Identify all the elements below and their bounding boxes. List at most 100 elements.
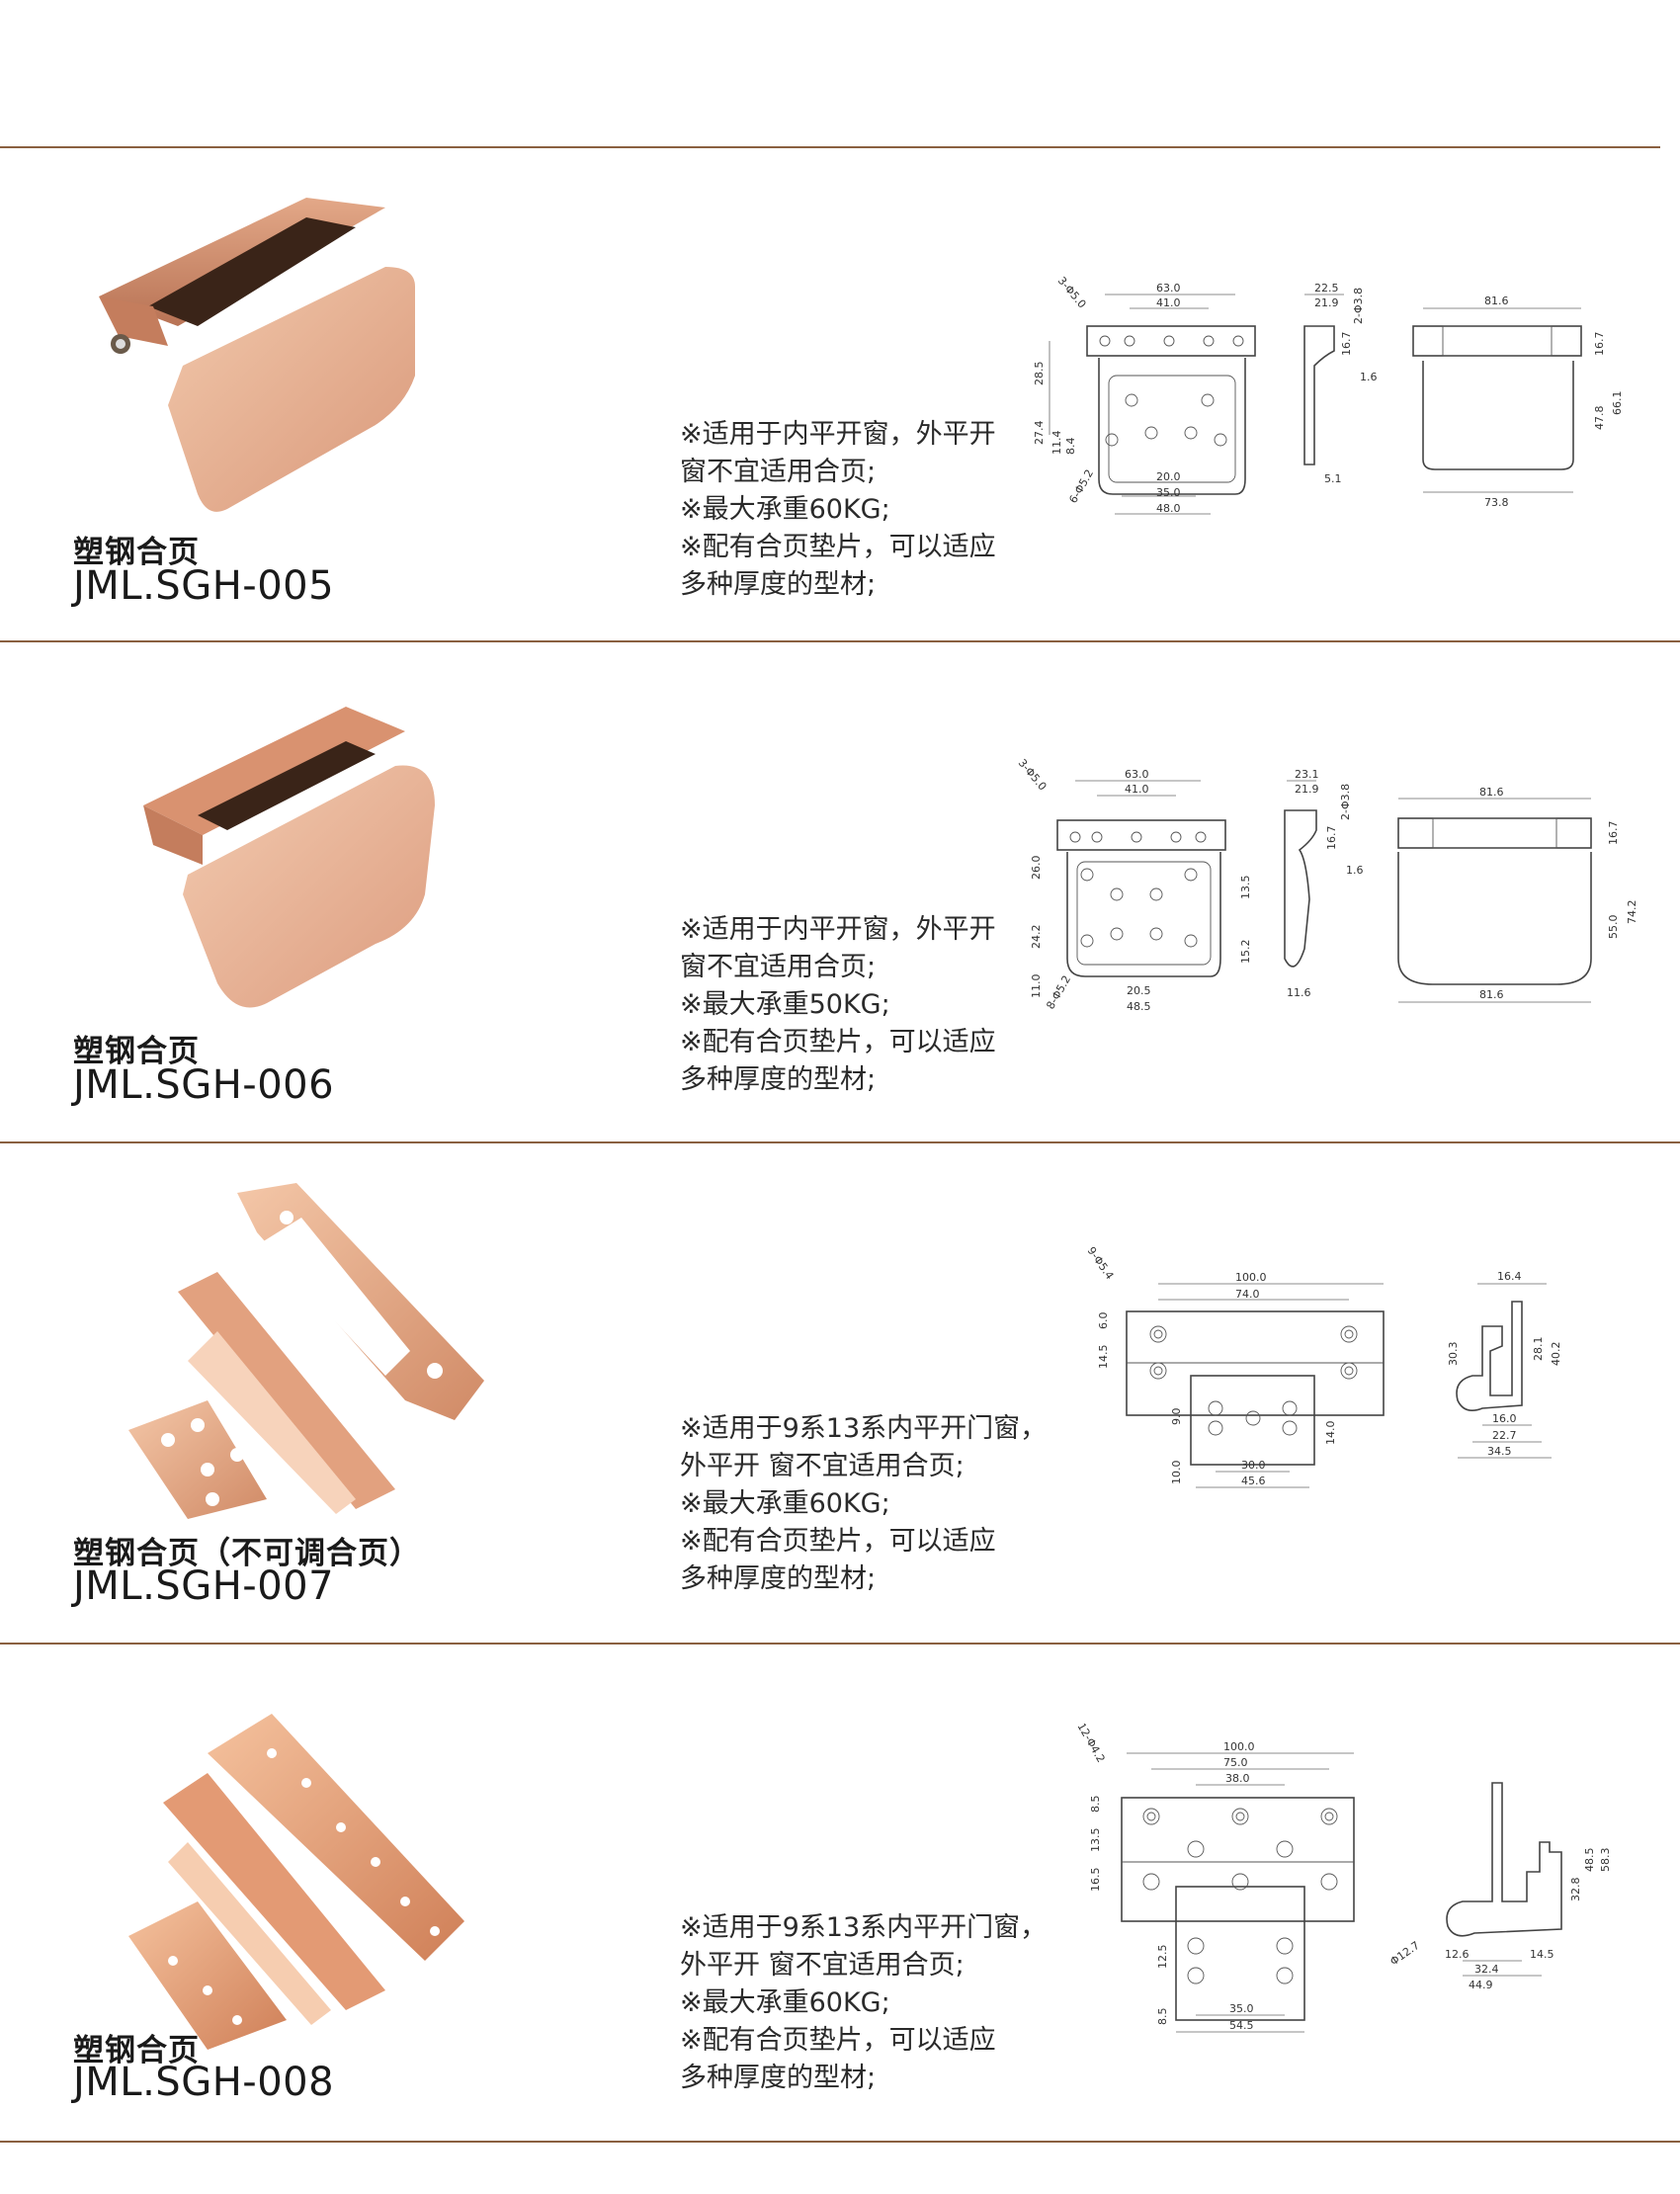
svg-text:11.0: 11.0 xyxy=(1030,974,1043,999)
svg-text:47.8: 47.8 xyxy=(1593,406,1606,431)
svg-text:81.6: 81.6 xyxy=(1479,786,1504,799)
product-description: ※适用于内平开窗，外平开 窗不宜适用合页; ※最大承重60KG; ※配有合页垫片… xyxy=(680,419,996,600)
svg-text:55.0: 55.0 xyxy=(1607,915,1620,940)
svg-text:41.0: 41.0 xyxy=(1125,783,1149,796)
product-code: JML.SGH-007 xyxy=(73,1563,335,1609)
technical-drawing: 3-Φ5.0 63.0 41.0 28.5 27.4 11.4 8.4 6-Φ5… xyxy=(1033,275,1624,515)
svg-text:13.5: 13.5 xyxy=(1089,1828,1102,1853)
svg-text:40.2: 40.2 xyxy=(1550,1342,1562,1367)
svg-text:12.6: 12.6 xyxy=(1445,1948,1470,1961)
svg-text:16.4: 16.4 xyxy=(1497,1270,1522,1283)
divider xyxy=(0,1643,1680,1645)
svg-text:8.5: 8.5 xyxy=(1156,2008,1169,2026)
svg-text:14.5: 14.5 xyxy=(1530,1948,1554,1961)
svg-text:14.0: 14.0 xyxy=(1324,1421,1337,1446)
product-section: 塑钢合页（不可调合页） JML.SGH-007 ※适用于9系13系内平开门窗， … xyxy=(0,1143,1680,1643)
product-photo xyxy=(128,1714,464,2050)
svg-text:16.7: 16.7 xyxy=(1325,826,1338,851)
product-photo xyxy=(143,707,435,1008)
svg-text:14.5: 14.5 xyxy=(1097,1345,1110,1370)
svg-text:16.7: 16.7 xyxy=(1593,332,1606,357)
svg-text:48.5: 48.5 xyxy=(1127,1000,1151,1013)
svg-text:8.5: 8.5 xyxy=(1089,1796,1102,1814)
product-name: 塑钢合页 xyxy=(73,2033,200,2068)
svg-text:34.5: 34.5 xyxy=(1487,1445,1512,1458)
svg-text:16.7: 16.7 xyxy=(1340,332,1353,357)
technical-drawing: 3-Φ5.0 63.0 41.0 26.0 24.2 11.0 8-Φ5.2 2… xyxy=(1016,757,1638,1013)
svg-text:16.0: 16.0 xyxy=(1492,1412,1517,1425)
svg-text:48.0: 48.0 xyxy=(1156,502,1181,515)
svg-text:8.4: 8.4 xyxy=(1064,438,1077,456)
svg-text:30.0: 30.0 xyxy=(1241,1459,1266,1472)
svg-text:20.0: 20.0 xyxy=(1156,470,1181,483)
svg-text:27.4: 27.4 xyxy=(1033,421,1046,446)
svg-text:23.1: 23.1 xyxy=(1295,768,1319,781)
svg-text:30.3: 30.3 xyxy=(1447,1342,1460,1367)
product-section: 塑钢合页 JML.SGH-005 ※适用于内平开窗，外平开 窗不宜适用合页; ※… xyxy=(0,0,1680,642)
product-section: 塑钢合页 JML.SGH-008 ※适用于9系13系内平开门窗， 外平开 窗不宜… xyxy=(0,1645,1680,2139)
svg-text:100.0: 100.0 xyxy=(1223,1740,1255,1753)
svg-text:9.0: 9.0 xyxy=(1170,1408,1183,1426)
svg-text:73.8: 73.8 xyxy=(1484,496,1509,509)
svg-text:38.0: 38.0 xyxy=(1225,1772,1250,1785)
svg-text:22.5: 22.5 xyxy=(1314,282,1339,295)
svg-text:32.4: 32.4 xyxy=(1474,1963,1499,1976)
product-photo xyxy=(128,1183,484,1519)
svg-text:26.0: 26.0 xyxy=(1030,856,1043,881)
svg-text:35.0: 35.0 xyxy=(1229,2002,1254,2015)
svg-text:81.6: 81.6 xyxy=(1479,988,1504,1001)
divider xyxy=(0,146,1660,148)
product-code: JML.SGH-008 xyxy=(73,2060,335,2105)
svg-text:63.0: 63.0 xyxy=(1125,768,1149,781)
divider xyxy=(0,640,1680,642)
svg-text:21.9: 21.9 xyxy=(1314,296,1339,309)
svg-text:74.0: 74.0 xyxy=(1235,1288,1260,1301)
product-photo xyxy=(99,198,415,512)
svg-text:74.2: 74.2 xyxy=(1626,900,1638,925)
svg-text:3-Φ5.0: 3-Φ5.0 xyxy=(1055,275,1089,311)
svg-text:22.7: 22.7 xyxy=(1492,1429,1517,1442)
svg-text:2-Φ3.8: 2-Φ3.8 xyxy=(1339,784,1352,820)
product-description: ※适用于9系13系内平开门窗， 外平开 窗不宜适用合页; ※最大承重60KG; … xyxy=(680,1413,1048,1594)
svg-text:54.5: 54.5 xyxy=(1229,2019,1254,2032)
product-code: JML.SGH-005 xyxy=(73,563,335,609)
svg-text:48.5: 48.5 xyxy=(1583,1848,1596,1873)
svg-text:32.8: 32.8 xyxy=(1569,1878,1582,1902)
svg-text:28.5: 28.5 xyxy=(1033,362,1046,386)
product-name: 塑钢合页 xyxy=(73,535,200,570)
svg-text:6.0: 6.0 xyxy=(1097,1312,1110,1330)
svg-text:75.0: 75.0 xyxy=(1223,1756,1248,1769)
svg-text:11.6: 11.6 xyxy=(1287,986,1311,999)
svg-text:15.2: 15.2 xyxy=(1239,940,1252,965)
svg-text:5.1: 5.1 xyxy=(1324,472,1342,485)
svg-text:16.7: 16.7 xyxy=(1607,821,1620,846)
svg-text:10.0: 10.0 xyxy=(1170,1461,1183,1485)
product-code: JML.SGH-006 xyxy=(73,1062,335,1108)
svg-text:Φ12.7: Φ12.7 xyxy=(1387,1939,1422,1969)
svg-text:35.0: 35.0 xyxy=(1156,486,1181,499)
product-name: 塑钢合页 xyxy=(73,1034,200,1069)
product-section: 塑钢合页 JML.SGH-006 ※适用于内平开窗，外平开 窗不宜适用合页; ※… xyxy=(0,642,1680,1141)
svg-text:58.3: 58.3 xyxy=(1599,1848,1612,1873)
svg-text:41.0: 41.0 xyxy=(1156,296,1181,309)
svg-text:63.0: 63.0 xyxy=(1156,282,1181,295)
svg-text:100.0: 100.0 xyxy=(1235,1271,1267,1284)
svg-text:16.5: 16.5 xyxy=(1089,1868,1102,1893)
product-name: 塑钢合页（不可调合页） xyxy=(73,1536,421,1571)
svg-text:12.5: 12.5 xyxy=(1156,1945,1169,1970)
divider xyxy=(0,2141,1680,2143)
svg-text:20.5: 20.5 xyxy=(1127,984,1151,997)
svg-text:2-Φ3.8: 2-Φ3.8 xyxy=(1352,288,1365,324)
svg-text:6-Φ5.2: 6-Φ5.2 xyxy=(1066,467,1096,506)
svg-text:81.6: 81.6 xyxy=(1484,295,1509,307)
svg-text:1.6: 1.6 xyxy=(1360,371,1378,383)
svg-text:28.1: 28.1 xyxy=(1532,1337,1545,1362)
svg-text:1.6: 1.6 xyxy=(1346,864,1364,877)
product-description: ※适用于9系13系内平开门窗， 外平开 窗不宜适用合页; ※最大承重60KG; … xyxy=(680,1912,1048,2093)
svg-text:9-Φ5.4: 9-Φ5.4 xyxy=(1085,1244,1117,1282)
svg-text:13.5: 13.5 xyxy=(1239,876,1252,900)
svg-text:44.9: 44.9 xyxy=(1469,1979,1493,1991)
divider xyxy=(0,1141,1680,1143)
svg-text:8-Φ5.2: 8-Φ5.2 xyxy=(1044,973,1073,1012)
technical-drawing: 9-Φ5.4 100.0 74.0 6.0 14.5 9.0 14.0 10.0… xyxy=(1085,1244,1562,1488)
